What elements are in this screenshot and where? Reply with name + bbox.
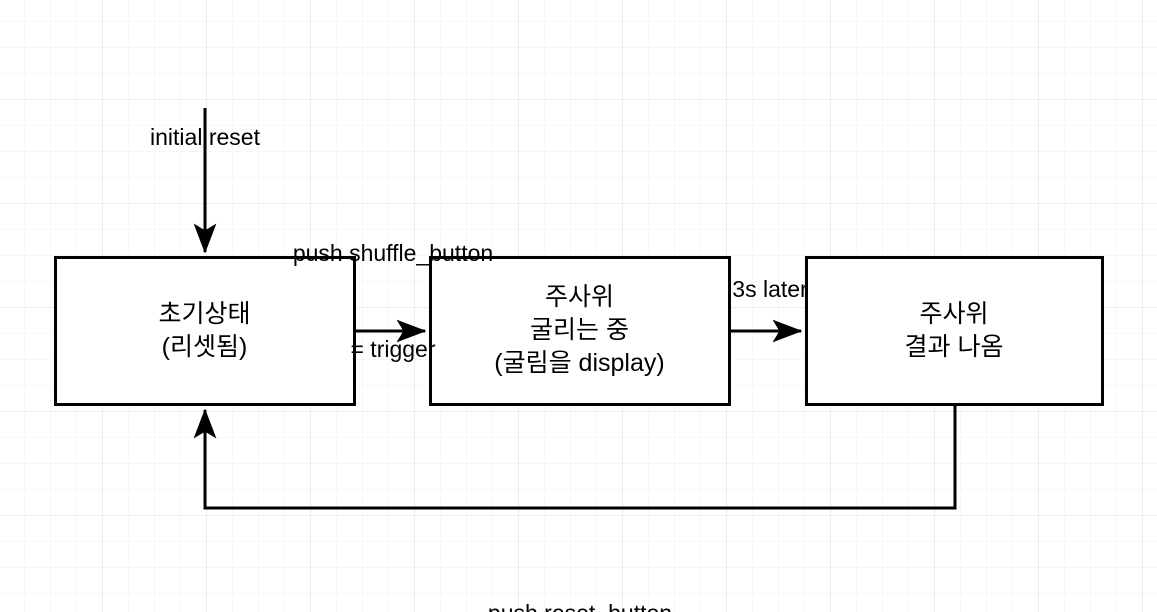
transition-label-idle-to-rolling-line-2: = trigger [350,336,436,362]
transition-label-initial-reset-line-1: initial reset [150,124,260,150]
state-box-idle[interactable] [54,256,356,406]
state-box-rolling[interactable] [429,256,731,406]
transition-label-idle-to-rolling-line-1: push shuffle_button [292,240,494,266]
transition-label-result-to-idle: push reset_button [430,533,730,612]
transition-label-rolling-to-result: 3s later [690,209,850,369]
transition-label-rolling-to-result-line-1: 3s later [732,276,808,302]
state-box-result[interactable] [805,256,1104,406]
transition-label-initial-reset: initial reset [105,57,305,217]
transition-arrow-result-to-idle[interactable] [193,405,957,510]
transition-label-idle-to-rolling: push shuffle_button = trigger [243,173,543,429]
transition-label-result-to-idle-line-1: push reset_button [430,597,730,612]
